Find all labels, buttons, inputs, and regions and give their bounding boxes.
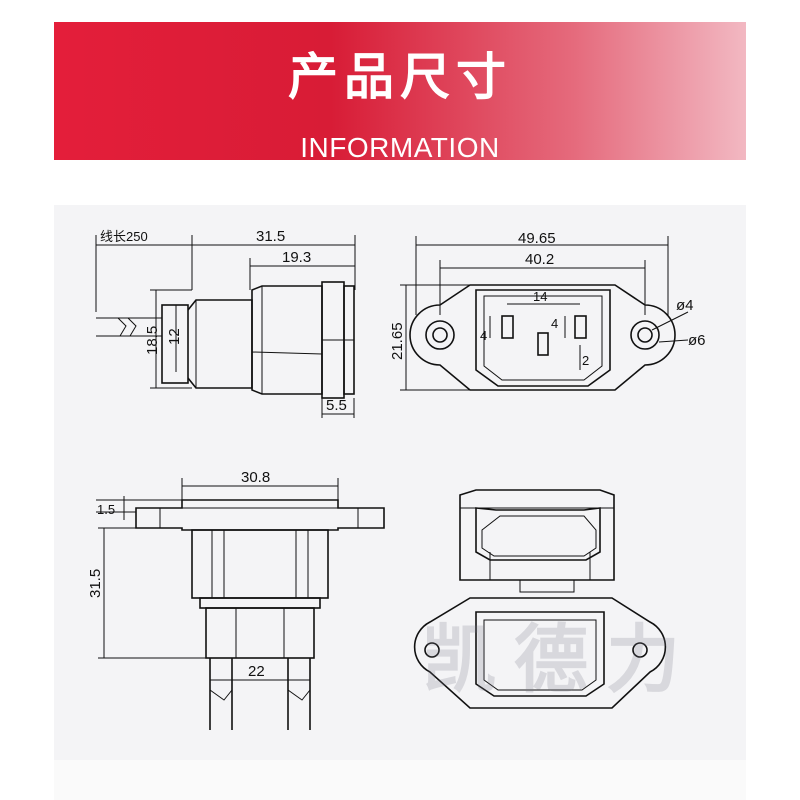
front-view: 49.65 40.2 14 4 4 2	[389, 230, 706, 391]
bottom-flange-thickness: 1.5	[97, 502, 115, 517]
side-flange-thickness: 5.5	[326, 397, 347, 414]
side-body-length: 19.3	[282, 249, 311, 266]
bottom-overall-height: 31.5	[87, 569, 104, 598]
bottom-view: 30.8 22	[87, 469, 385, 730]
bottom-flange-width: 30.8	[241, 469, 270, 486]
cable-length-label: 线长250	[100, 229, 148, 244]
front-pin-dim-b: 4	[551, 316, 558, 331]
front-large-hole: ø6	[688, 332, 706, 349]
perspective-view	[413, 489, 667, 709]
header-banner: 产品尺寸 INFORMATION	[54, 22, 746, 163]
bottom-terminal-spacing: 22	[248, 663, 265, 680]
front-pin-dim-a: 4	[480, 328, 487, 343]
front-height: 21.65	[389, 322, 406, 360]
bottom-strip	[54, 760, 746, 800]
drawing-panel: 线长250 31.5 19.3 18.5	[54, 205, 746, 760]
banner-subtitle: INFORMATION	[300, 132, 500, 163]
front-hole-spacing: 40.2	[525, 251, 554, 268]
front-small-hole: ø4	[676, 297, 694, 314]
side-overall-length: 31.5	[256, 228, 285, 245]
front-overall-width: 49.65	[518, 230, 556, 247]
side-inner-height: 12	[166, 328, 183, 345]
banner-title: 产品尺寸	[288, 48, 512, 106]
side-outer-height: 18.5	[144, 326, 161, 355]
front-pin-dim-c: 2	[582, 353, 589, 368]
technical-drawing: 线长250 31.5 19.3 18.5	[87, 228, 706, 730]
side-view: 线长250 31.5 19.3 18.5	[95, 228, 356, 418]
watermark-text: 凯德力	[422, 617, 698, 703]
front-inner-width: 14	[533, 289, 547, 304]
